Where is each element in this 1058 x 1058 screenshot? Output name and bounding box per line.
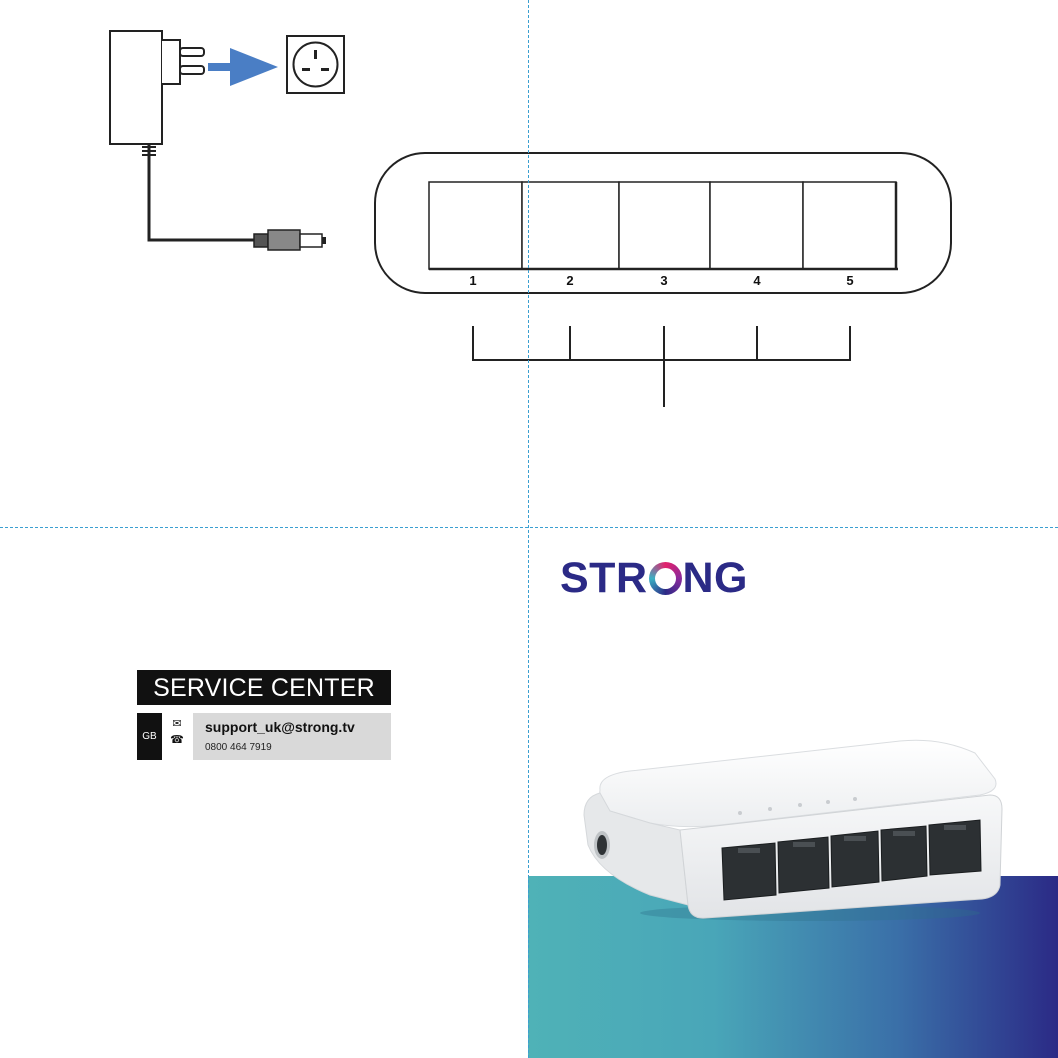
adapter-body <box>110 31 162 144</box>
port-block <box>429 182 898 269</box>
plug-pin-bottom <box>180 66 204 74</box>
support-phone[interactable]: 0800 464 7919 <box>205 742 272 753</box>
port-5 <box>803 182 896 269</box>
switch-ports-diagram: 1 2 3 4 5 <box>360 145 960 415</box>
strong-logo: STR NG <box>560 556 748 600</box>
logo-text-right: NG <box>683 554 749 602</box>
envelope-icon: ✉ <box>166 716 188 732</box>
port-4 <box>710 182 803 269</box>
port-2 <box>522 182 619 269</box>
port-3 <box>619 182 710 269</box>
port-number-1: 1 <box>469 273 476 288</box>
cable <box>149 144 254 240</box>
plug-head <box>162 40 180 84</box>
port-1 <box>429 182 522 269</box>
logo-o-ring <box>649 562 682 595</box>
arrow-right-icon <box>208 48 278 86</box>
port-number-4: 4 <box>753 273 761 288</box>
wall-socket-icon <box>287 36 344 93</box>
product-switch-image <box>570 735 1010 925</box>
logo-text-left: STR <box>560 554 648 602</box>
port-number-2: 2 <box>566 273 573 288</box>
support-email[interactable]: support_uk@strong.tv <box>205 719 355 735</box>
dc-plug <box>254 230 326 250</box>
contact-icons: ✉ ☎ <box>166 716 188 760</box>
horizontal-cut-line <box>0 527 1058 528</box>
port-number-5: 5 <box>846 273 853 288</box>
vertical-cut-line <box>528 0 529 1058</box>
service-center-title: SERVICE CENTER <box>137 670 391 705</box>
plug-pin-top <box>180 48 204 56</box>
country-code-badge: GB <box>137 713 162 760</box>
port-number-3: 3 <box>660 273 667 288</box>
telephone-icon: ☎ <box>166 732 188 748</box>
